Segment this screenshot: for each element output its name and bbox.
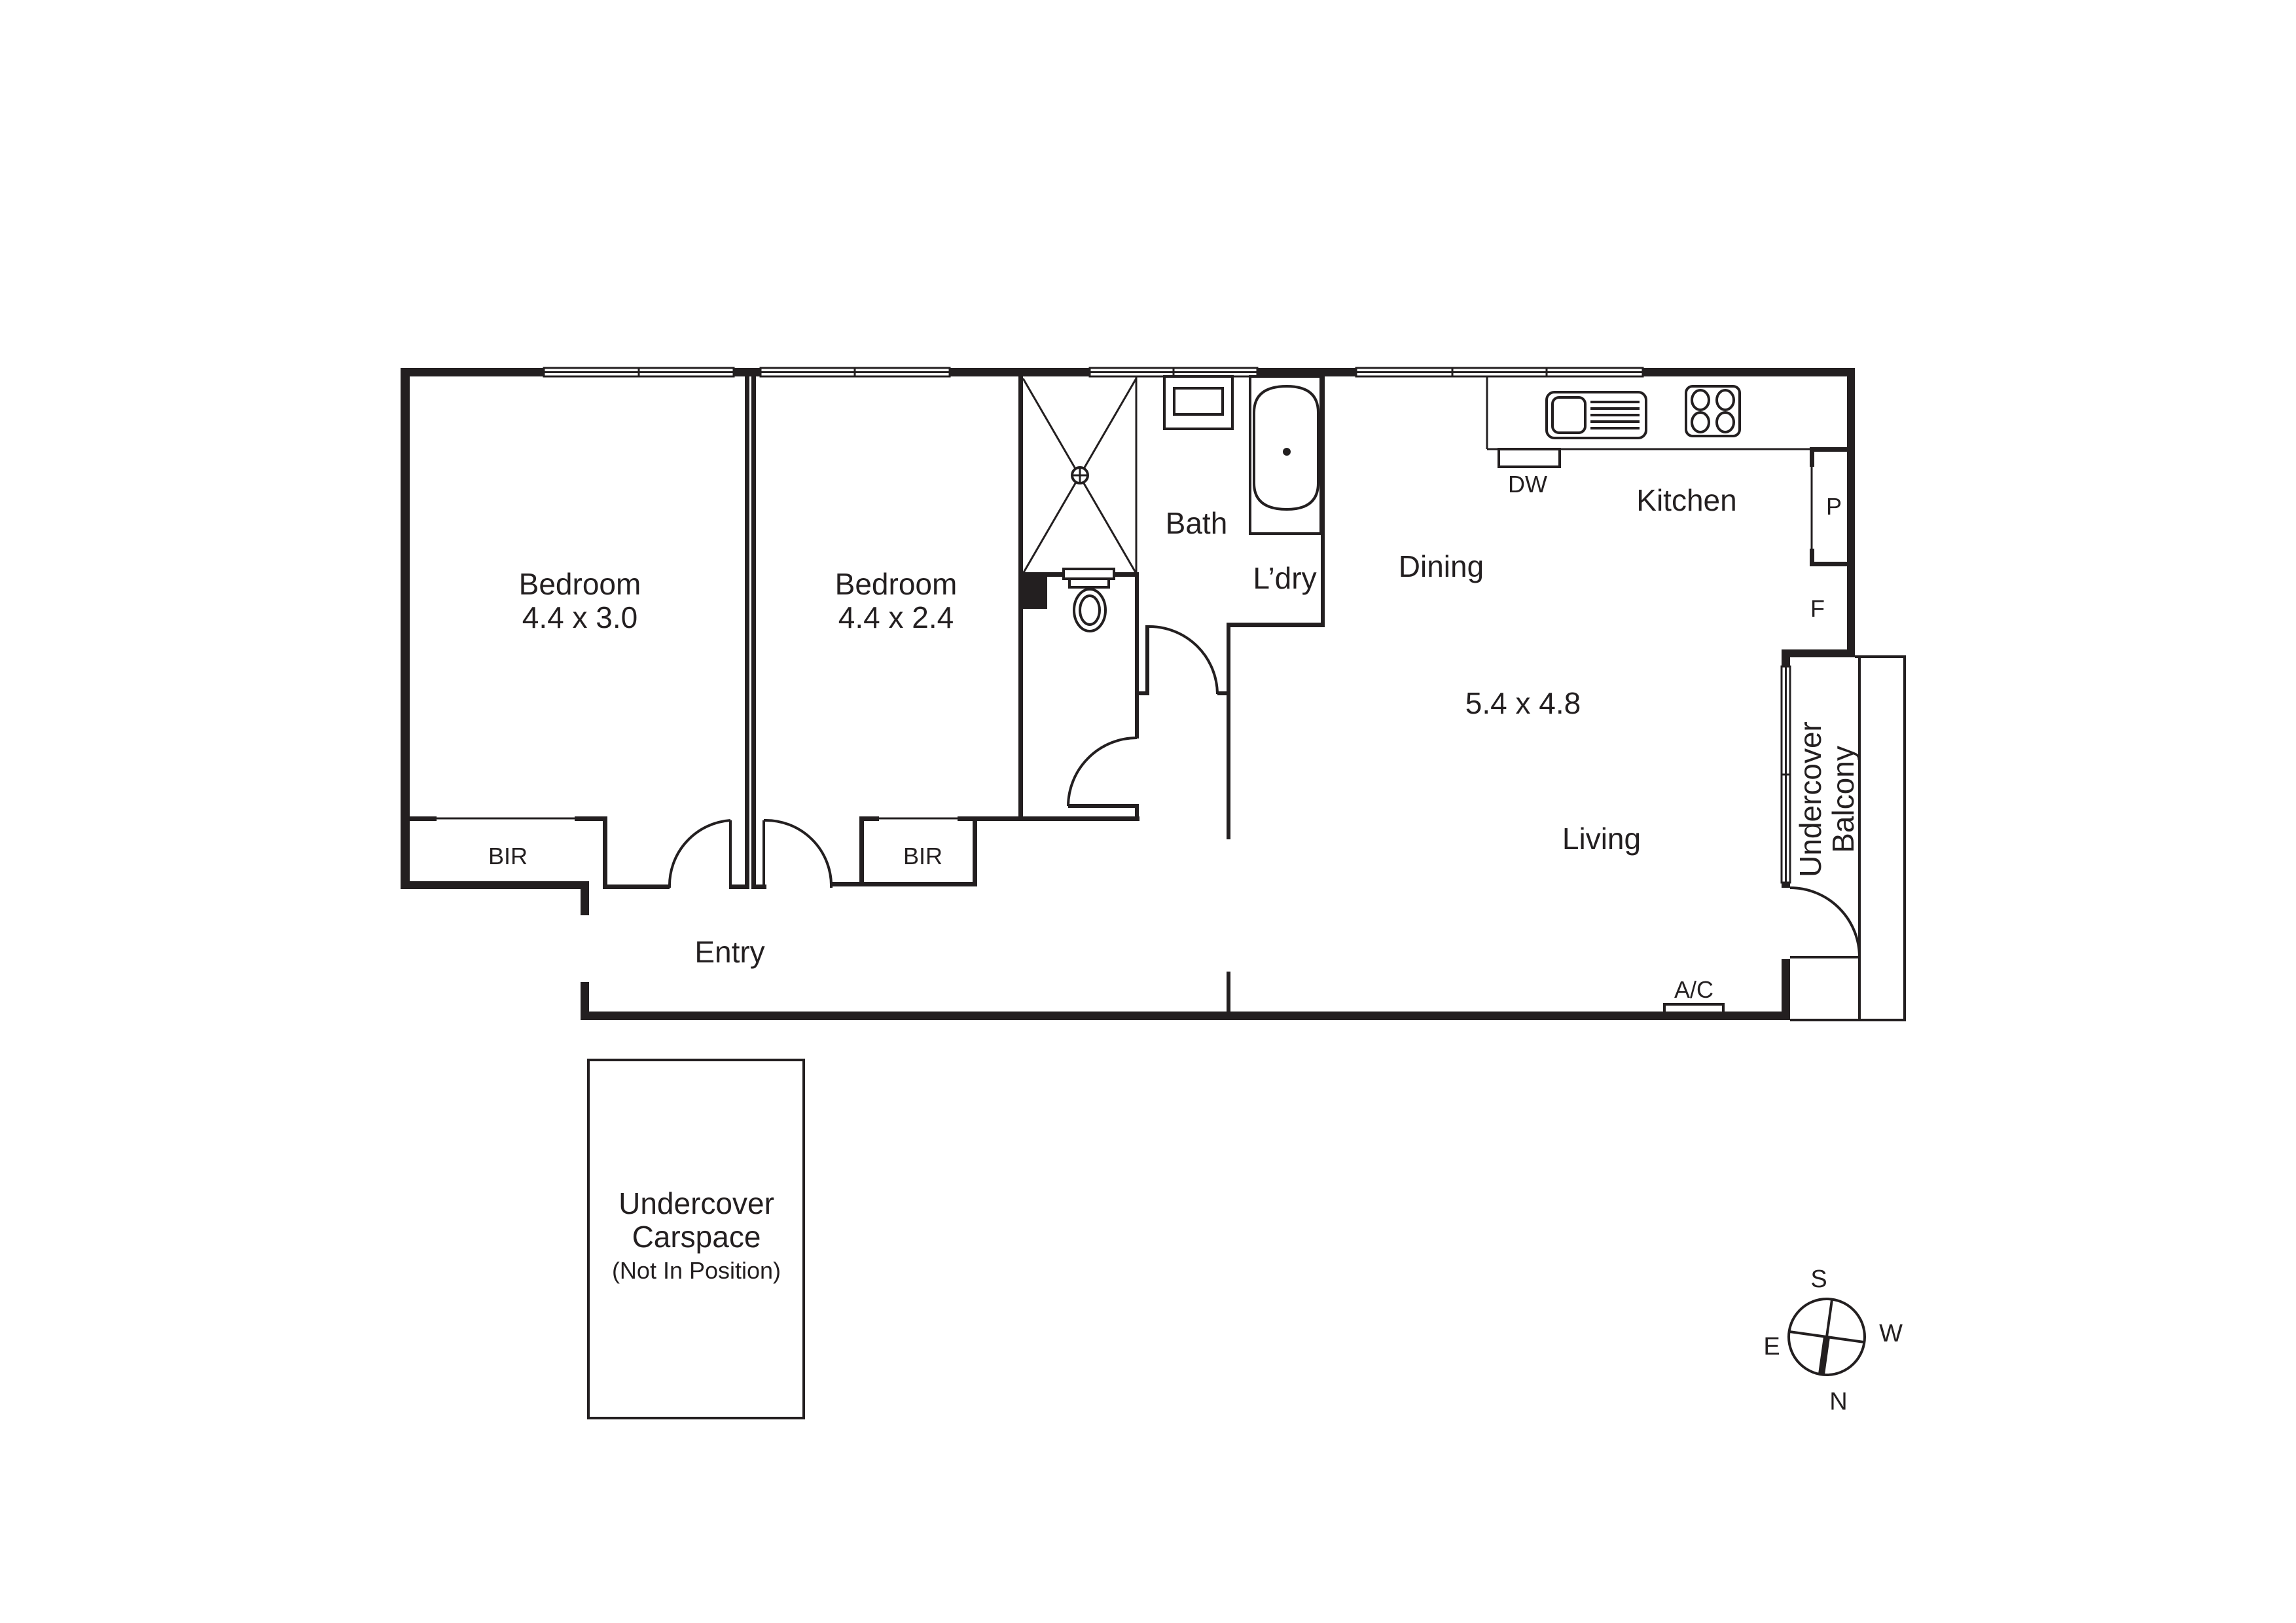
kitchen bbox=[1486, 376, 1849, 1014]
balcony-outline bbox=[1790, 655, 1906, 1021]
bir1-label: BIR bbox=[488, 843, 528, 869]
wc-duct bbox=[1023, 572, 1047, 609]
toilet-icon bbox=[1062, 568, 1115, 632]
sink-icon bbox=[1545, 391, 1647, 439]
bir1-top-end-left bbox=[409, 816, 437, 821]
air-conditioner-label: A/C bbox=[1674, 976, 1713, 1003]
bedroom2-name: Bedroom bbox=[835, 567, 958, 601]
balcony-top-wall bbox=[1782, 649, 1855, 657]
fridge-label: F bbox=[1810, 595, 1825, 622]
balcony-door-swing bbox=[1789, 886, 1861, 958]
bedroom2-dimensions: 4.4 x 2.4 bbox=[838, 600, 954, 634]
balcony-label-line2: Balcony bbox=[1826, 746, 1860, 853]
wet-area bbox=[1018, 375, 1325, 1013]
compass-east: E bbox=[1763, 1333, 1780, 1360]
bir1-top-end-right bbox=[575, 816, 607, 821]
bedroom-wing-bottom-wall bbox=[401, 881, 589, 889]
carspace-outline bbox=[587, 1059, 805, 1419]
laundry-bottom-wall bbox=[1227, 623, 1325, 627]
bir2-label: BIR bbox=[903, 843, 942, 869]
balcony-door-jamb-top bbox=[1782, 649, 1790, 666]
compass-labels: S W E N bbox=[1763, 1266, 1903, 1415]
cooktop-icon bbox=[1685, 385, 1741, 437]
entry-wall-lower bbox=[581, 982, 589, 1020]
laundry-right-wall bbox=[1321, 376, 1325, 627]
carspace-label-line1: Undercover bbox=[619, 1186, 774, 1220]
hall-wall-lower bbox=[1227, 972, 1230, 1013]
left-wall bbox=[401, 368, 410, 889]
kitchen-label: Kitchen bbox=[1636, 483, 1736, 517]
wc-door-swing bbox=[1067, 737, 1138, 807]
wet-area-left-wall bbox=[1018, 376, 1023, 821]
bathtub-icon bbox=[1249, 375, 1322, 535]
dishwasher-label: DW bbox=[1508, 471, 1547, 498]
entry-label: Entry bbox=[694, 935, 764, 969]
balcony bbox=[1789, 655, 1906, 1021]
bedroom-divider-right bbox=[751, 376, 756, 889]
carspace-label-line2: Carspace bbox=[632, 1220, 761, 1254]
living-label: Living bbox=[1562, 822, 1641, 856]
entry-wall-upper bbox=[581, 881, 589, 915]
bedroom1-name: Bedroom bbox=[519, 567, 641, 601]
balcony-door-jamb-bottom bbox=[1782, 959, 1790, 1020]
compass-north: N bbox=[1829, 1388, 1847, 1415]
window-kitchen bbox=[1355, 367, 1644, 378]
laundry-label: L’dry bbox=[1253, 561, 1316, 595]
bath-door-swing bbox=[1149, 625, 1219, 695]
right-wall bbox=[1847, 368, 1855, 657]
pantry-bottom-wall bbox=[1810, 562, 1849, 566]
pantry-top-wall bbox=[1810, 447, 1849, 452]
windows bbox=[543, 367, 1791, 888]
dining-label: Dining bbox=[1399, 549, 1484, 583]
bath-label: Bath bbox=[1166, 506, 1228, 540]
window-bedroom1 bbox=[543, 367, 735, 378]
compass-icon bbox=[1787, 1298, 1866, 1376]
bed1-bottom-wall bbox=[607, 884, 670, 889]
bedroom1-dimensions: 4.4 x 3.0 bbox=[522, 600, 637, 634]
window-balcony-sliding-door bbox=[1780, 665, 1791, 888]
bedroom2-door-swing bbox=[763, 818, 833, 888]
bedroom1-door-swing bbox=[668, 819, 731, 888]
vanity-basin-icon bbox=[1163, 375, 1234, 430]
shower-drain-icon bbox=[1071, 466, 1089, 484]
bir2-left-wall bbox=[859, 816, 864, 886]
bir1-right-wall bbox=[603, 816, 607, 889]
balcony-label-line1: Undercover bbox=[1793, 721, 1827, 877]
pantry-label: P bbox=[1826, 493, 1842, 520]
compass-west: W bbox=[1879, 1320, 1903, 1347]
wc-right-wall bbox=[1135, 575, 1139, 739]
wet-area-bottom-wall bbox=[958, 816, 1139, 821]
bottom-wall bbox=[581, 1012, 1789, 1020]
carspace-label-line3: (Not In Position) bbox=[612, 1257, 781, 1284]
bedroom-walls bbox=[409, 376, 1139, 889]
living-dimensions: 5.4 x 4.8 bbox=[1465, 686, 1581, 720]
hall-wall-upper bbox=[1227, 623, 1230, 839]
bedroom-divider-left bbox=[745, 376, 749, 889]
window-bedroom2 bbox=[759, 367, 951, 378]
room-labels: Bedroom 4.4 x 3.0 Bedroom 4.4 x 2.4 BIR … bbox=[488, 471, 1860, 1284]
dishwasher-icon bbox=[1498, 448, 1561, 468]
air-conditioner-icon bbox=[1663, 1003, 1725, 1014]
compass-south: S bbox=[1810, 1266, 1827, 1293]
bed2-bottom-wall bbox=[831, 882, 977, 886]
bir2-right-wall bbox=[973, 816, 977, 886]
